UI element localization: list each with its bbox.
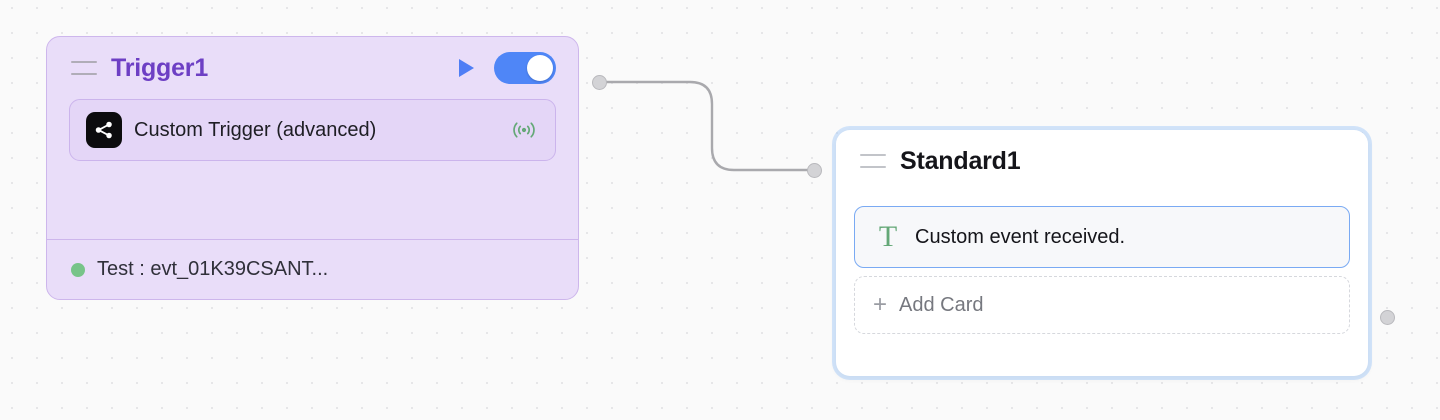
- enabled-toggle[interactable]: [494, 52, 556, 84]
- broadcast-icon: [509, 117, 539, 143]
- add-card-label: Add Card: [899, 293, 984, 316]
- drag-handle-icon[interactable]: [71, 61, 97, 75]
- plus-icon: +: [873, 291, 888, 318]
- status-dot-icon: [71, 262, 85, 277]
- text-t-icon: T: [878, 220, 898, 253]
- trigger-node-title: Trigger1: [111, 53, 209, 82]
- standard-node-title: Standard1: [900, 146, 1021, 175]
- trigger-node-header: Trigger1: [47, 37, 578, 99]
- trigger-card[interactable]: Custom Trigger (advanced): [69, 99, 556, 161]
- share-nodes-icon: [86, 112, 122, 148]
- standard-node-body: T Custom event received. + Add Card: [836, 192, 1368, 376]
- trigger-node-body: Custom Trigger (advanced): [47, 99, 578, 239]
- add-card-button[interactable]: + Add Card: [854, 276, 1350, 334]
- toggle-knob: [527, 55, 553, 81]
- standard-node-header: Standard1: [836, 130, 1368, 192]
- edge-trigger-to-standard: [604, 80, 812, 172]
- node-trigger1[interactable]: Trigger1 Custom Trigger (adva: [46, 36, 579, 300]
- trigger-status-text: Test : evt_01K39CSANT...: [97, 258, 329, 280]
- trigger-node-footer: Test : evt_01K39CSANT...: [47, 239, 578, 299]
- play-icon[interactable]: [454, 56, 478, 80]
- connection-handle-trigger-source[interactable]: [592, 75, 607, 90]
- text-card-label: Custom event received.: [915, 225, 1126, 248]
- connection-handle-standard-target[interactable]: [807, 163, 822, 178]
- node-standard1-wrapper: Standard1 T Custom event received. + Add…: [832, 126, 1372, 380]
- drag-handle-icon[interactable]: [860, 154, 886, 168]
- connection-handle-standard-source[interactable]: [1380, 310, 1395, 325]
- node-standard1[interactable]: Standard1 T Custom event received. + Add…: [836, 130, 1368, 376]
- trigger-card-label: Custom Trigger (advanced): [134, 118, 377, 141]
- text-card[interactable]: T Custom event received.: [854, 206, 1350, 268]
